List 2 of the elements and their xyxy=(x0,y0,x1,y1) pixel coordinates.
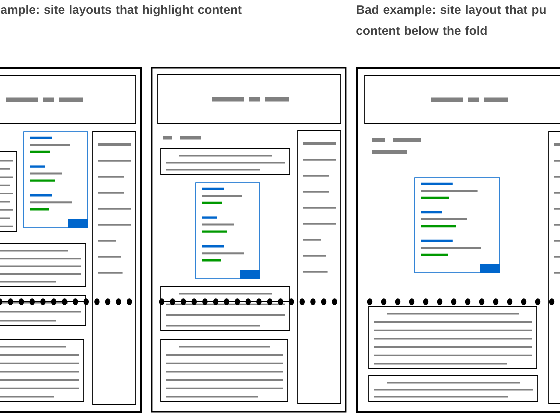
heading: Bad example: site layout that pu content below the fold xyxy=(356,5,546,36)
heading: ample: site layouts that highlight content xyxy=(1,5,242,17)
